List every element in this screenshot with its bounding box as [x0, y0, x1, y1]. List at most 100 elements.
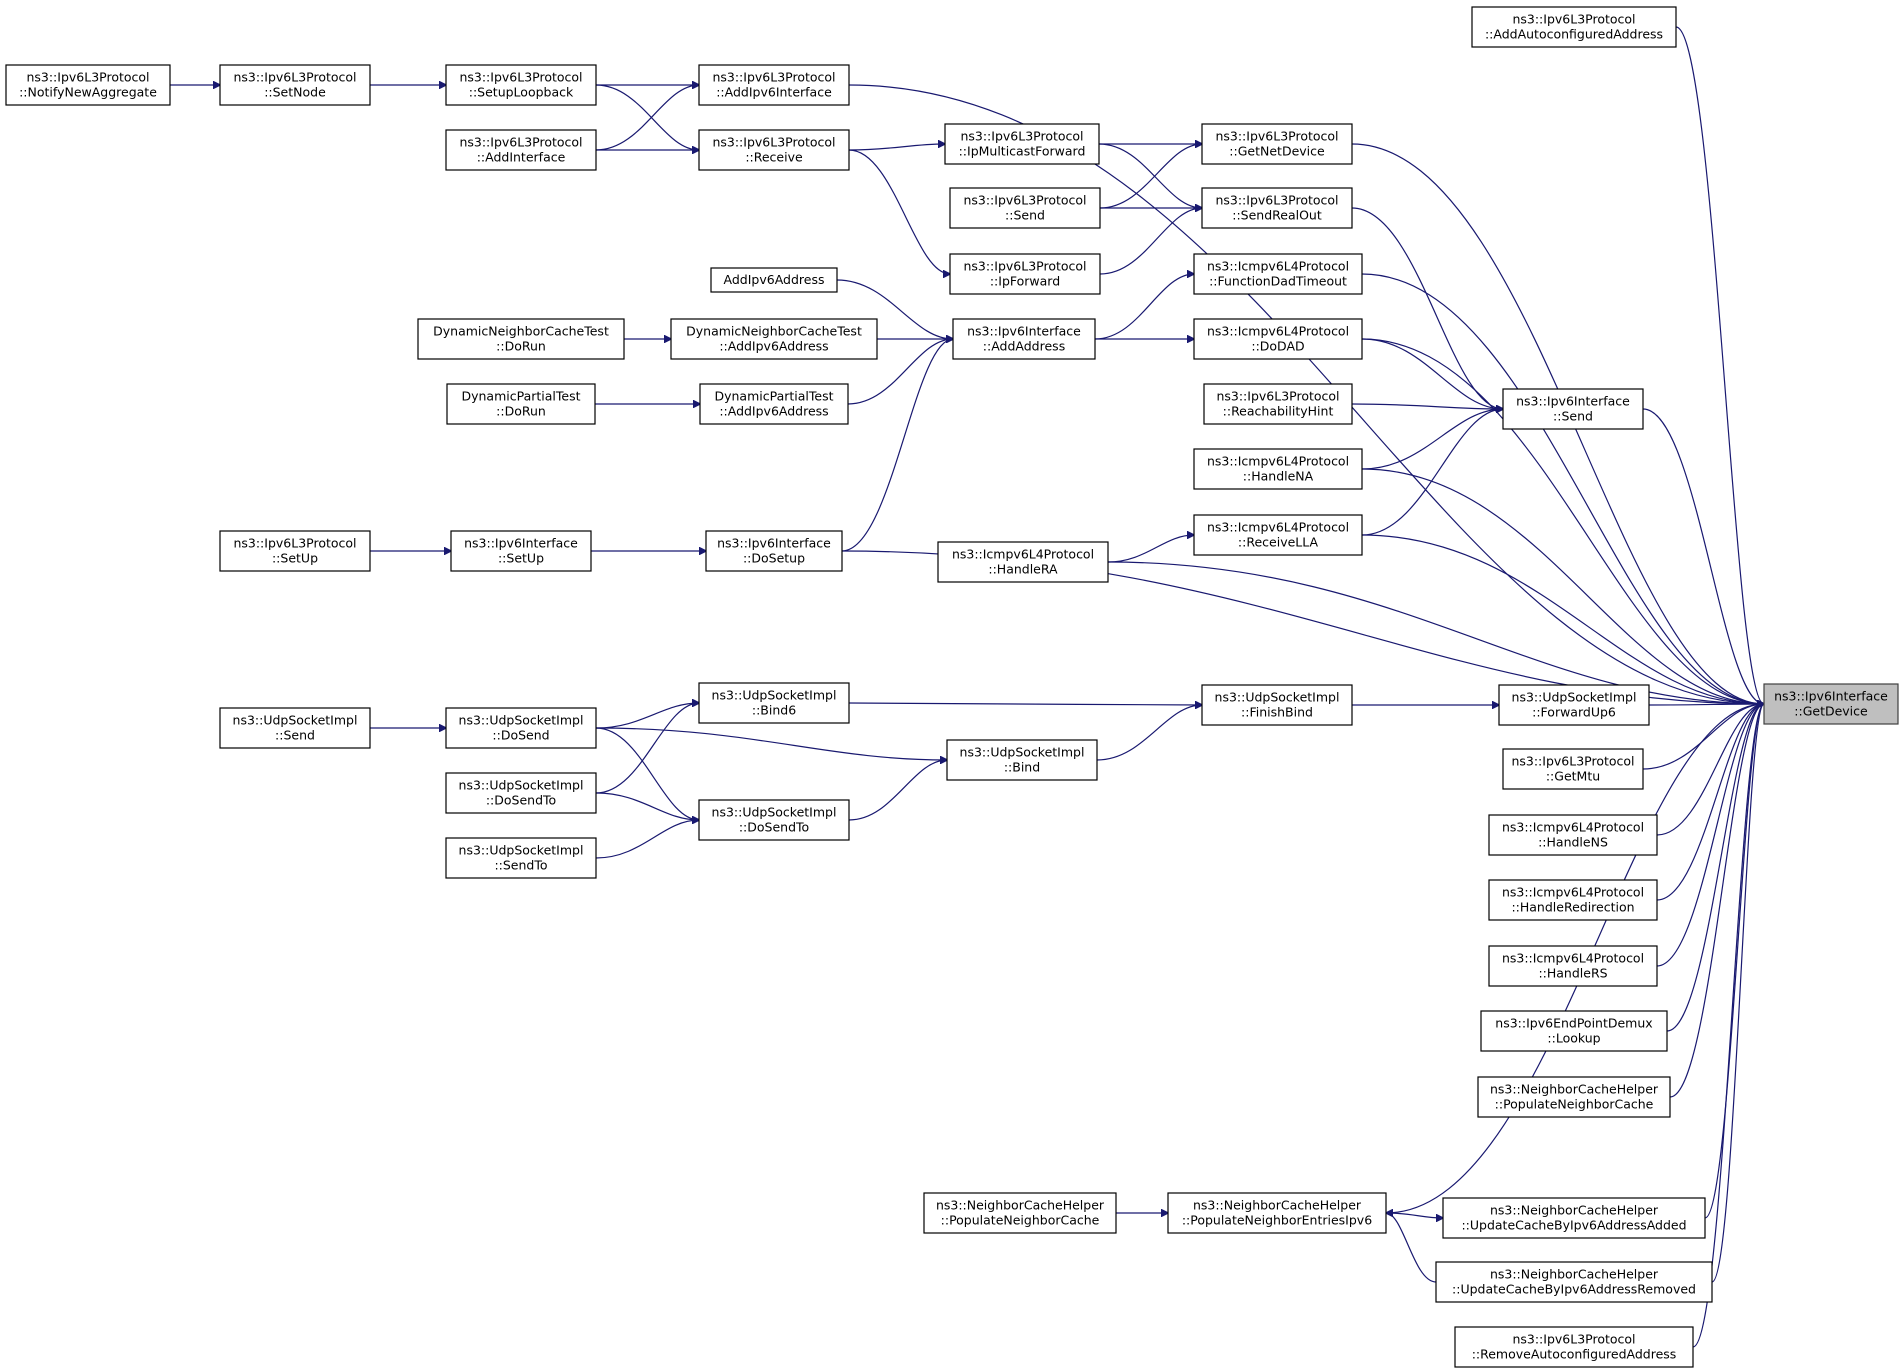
node-dynamicneighborcachetest-dorun[interactable]: DynamicNeighborCacheTest::DoRun	[417, 318, 625, 360]
node-ns3-ipv6l3protocol-addautoconfiguredaddress[interactable]: ns3::Ipv6L3Protocol::AddAutoconfiguredAd…	[1471, 6, 1677, 48]
node-label-line: ::Lookup	[1547, 1031, 1600, 1046]
node-label-line: DynamicPartialTest	[714, 389, 833, 404]
node-ns3-ipv6l3protocol-receive[interactable]: ns3::Ipv6L3Protocol::Receive	[698, 129, 850, 171]
node-label-line: ns3::Ipv6L3Protocol	[233, 70, 356, 85]
node-ns3-udpsocketimpl-sendto[interactable]: ns3::UdpSocketImpl::SendTo	[445, 837, 597, 879]
node-label-line: ::DoRun	[496, 404, 546, 419]
node-label-line: ::GetNetDevice	[1229, 144, 1325, 159]
node-box	[1201, 187, 1353, 229]
node-ns3-ipv6l3protocol-removeautoconfiguredaddress[interactable]: ns3::Ipv6L3Protocol::RemoveAutoconfigure…	[1454, 1326, 1694, 1368]
edge-udpDoSendTo-to-udpDoSendTo2	[595, 792, 699, 820]
node-label-line: ::SendTo	[494, 858, 547, 873]
node-box	[1193, 318, 1363, 360]
node-box	[949, 187, 1101, 229]
node-label-line: ::SendRealOut	[1232, 208, 1322, 223]
edge-epLookup-to-focus	[1666, 704, 1764, 1032]
node-ns3-neighborcachehelper-updatecachebyipv6addressadded[interactable]: ns3::NeighborCacheHelper::UpdateCacheByI…	[1442, 1197, 1706, 1239]
node-label-line: ns3::Icmpv6L4Protocol	[1502, 885, 1644, 900]
edge-popNE-to-updAdded	[1385, 1212, 1443, 1218]
node-ns3-ipv6l3protocol-setuploopback[interactable]: ns3::Ipv6L3Protocol::SetupLoopback	[445, 64, 597, 106]
node-ns3-ipv6l3protocol-ipmulticastforward[interactable]: ns3::Ipv6L3Protocol::IpMulticastForward	[944, 123, 1100, 165]
node-box	[445, 707, 597, 749]
node-ns3-ipv6interface-addaddress[interactable]: ns3::Ipv6Interface::AddAddress	[952, 318, 1096, 360]
node-ns3-icmpv6l4protocol-receivella[interactable]: ns3::Icmpv6L4Protocol::ReceiveLLA	[1193, 514, 1363, 556]
node-label-line: ::SetupLoopback	[469, 85, 574, 100]
node-ns3-neighborcachehelper-updatecachebyipv6addressremoved[interactable]: ns3::NeighborCacheHelper::UpdateCacheByI…	[1435, 1261, 1713, 1303]
node-label-line: ::SetUp	[272, 551, 318, 566]
node-label-line: ::DoDAD	[1251, 339, 1304, 354]
node-label-line: ::DoSend	[492, 728, 549, 743]
edge-udpBind6-to-udpFinishBind	[848, 703, 1202, 705]
node-ns3-ipv6l3protocol-send[interactable]: ns3::Ipv6L3Protocol::Send	[949, 187, 1101, 229]
node-ns3-ipv6interface-getdevice[interactable]: ns3::Ipv6Interface::GetDevice	[1763, 683, 1899, 725]
node-ns3-icmpv6l4protocol-handlera[interactable]: ns3::Icmpv6L4Protocol::HandleRA	[937, 541, 1109, 583]
node-ns3-udpsocketimpl-finishbind[interactable]: ns3::UdpSocketImpl::FinishBind	[1201, 684, 1353, 726]
node-ns3-icmpv6l4protocol-handleredirection[interactable]: ns3::Icmpv6L4Protocol::HandleRedirection	[1488, 879, 1658, 921]
node-dynamicneighborcachetest-addipv6address[interactable]: DynamicNeighborCacheTest::AddIpv6Address	[670, 318, 878, 360]
node-label-line: ns3::Icmpv6L4Protocol	[1207, 520, 1349, 535]
node-ns3-ipv6l3protocol-addinterface[interactable]: ns3::Ipv6L3Protocol::AddInterface	[445, 129, 597, 171]
node-ns3-ipv6l3protocol-ipforward[interactable]: ns3::Ipv6L3Protocol::IpForward	[949, 253, 1101, 295]
node-ns3-udpsocketimpl-dosend[interactable]: ns3::UdpSocketImpl::DoSend	[445, 707, 597, 749]
node-ns3-icmpv6l4protocol-dodad[interactable]: ns3::Icmpv6L4Protocol::DoDAD	[1193, 318, 1363, 360]
node-dynamicpartialtest-addipv6address[interactable]: DynamicPartialTest::AddIpv6Address	[699, 383, 849, 425]
node-label-line: ns3::UdpSocketImpl	[233, 713, 358, 728]
node-ns3-ipv6l3protocol-addipv6interface[interactable]: ns3::Ipv6L3Protocol::AddIpv6Interface	[698, 64, 850, 106]
node-ns3-udpsocketimpl-dosendto[interactable]: ns3::UdpSocketImpl::DoSendTo	[445, 772, 597, 814]
edge-ifDoSetup-to-ifAddAddress	[841, 339, 953, 552]
node-ns3-ipv6l3protocol-getmtu[interactable]: ns3::Ipv6L3Protocol::GetMtu	[1502, 748, 1644, 790]
node-label-line: ::SetUp	[498, 551, 544, 566]
node-ns3-ipv6l3protocol-sendrealout[interactable]: ns3::Ipv6L3Protocol::SendRealOut	[1201, 187, 1353, 229]
node-label-line: ns3::Ipv6Interface	[1516, 394, 1630, 409]
node-ns3-ipv6l3protocol-getnetdevice[interactable]: ns3::Ipv6L3Protocol::GetNetDevice	[1201, 123, 1353, 165]
edge-addAutoAddr-to-focus	[1675, 26, 1764, 704]
edge-l3Send-to-getNetDevice	[1099, 144, 1202, 209]
node-ns3-udpsocketimpl-forwardup6[interactable]: ns3::UdpSocketImpl::ForwardUp6	[1498, 684, 1650, 726]
node-ns3-neighborcachehelper-populateneighborcache[interactable]: ns3::NeighborCacheHelper::PopulateNeighb…	[923, 1192, 1117, 1234]
node-label-line: ::Bind	[1004, 760, 1040, 775]
node-ns3-ipv6interface-dosetup[interactable]: ns3::Ipv6Interface::DoSetup	[705, 530, 843, 572]
node-box	[450, 530, 592, 572]
node-label-line: ::HandleRedirection	[1511, 900, 1634, 915]
node-ns3-neighborcachehelper-populateneighborcache[interactable]: ns3::NeighborCacheHelper::PopulateNeighb…	[1477, 1076, 1671, 1118]
edge-doDad-to-ifSend	[1361, 338, 1503, 409]
edge-sendRealOut-to-ifSend	[1351, 207, 1503, 409]
node-label-line: ::GetMtu	[1546, 769, 1600, 784]
node-box	[1488, 879, 1658, 921]
node-label-line: ::AddIpv6Address	[719, 339, 828, 354]
node-ns3-icmpv6l4protocol-handlens[interactable]: ns3::Icmpv6L4Protocol::HandleNS	[1488, 814, 1658, 856]
node-label-line: ::DoRun	[496, 339, 546, 354]
node-addipv6address[interactable]: AddIpv6Address	[710, 267, 838, 293]
node-box	[944, 123, 1100, 165]
node-ns3-ipv6interface-setup[interactable]: ns3::Ipv6Interface::SetUp	[450, 530, 592, 572]
node-box	[445, 837, 597, 879]
node-label-line: ns3::NeighborCacheHelper	[1490, 1082, 1659, 1097]
node-box	[698, 682, 850, 724]
node-ns3-ipv6l3protocol-setnode[interactable]: ns3::Ipv6L3Protocol::SetNode	[219, 64, 371, 106]
edges-layer	[170, 26, 1764, 1348]
node-ns3-udpsocketimpl-bind[interactable]: ns3::UdpSocketImpl::Bind	[946, 739, 1098, 781]
node-dynamicpartialtest-dorun[interactable]: DynamicPartialTest::DoRun	[446, 383, 596, 425]
node-ns3-ipv6endpointdemux-lookup[interactable]: ns3::Ipv6EndPointDemux::Lookup	[1480, 1010, 1668, 1052]
node-ns3-icmpv6l4protocol-handlers[interactable]: ns3::Icmpv6L4Protocol::HandleRS	[1488, 945, 1658, 987]
edge-udpBind-to-udpFinishBind	[1096, 705, 1202, 761]
node-ns3-ipv6l3protocol-setup[interactable]: ns3::Ipv6L3Protocol::SetUp	[219, 530, 371, 572]
node-ns3-udpsocketimpl-dosendto[interactable]: ns3::UdpSocketImpl::DoSendTo	[698, 799, 850, 841]
node-box	[1193, 448, 1363, 490]
node-label-line: ns3::Ipv6L3Protocol	[963, 193, 1086, 208]
node-ns3-ipv6l3protocol-reachabilityhint[interactable]: ns3::Ipv6L3Protocol::ReachabilityHint	[1203, 383, 1353, 425]
node-ns3-udpsocketimpl-send[interactable]: ns3::UdpSocketImpl::Send	[219, 707, 371, 749]
node-ns3-udpsocketimpl-bind6[interactable]: ns3::UdpSocketImpl::Bind6	[698, 682, 850, 724]
node-ns3-icmpv6l4protocol-handlena[interactable]: ns3::Icmpv6L4Protocol::HandleNA	[1193, 448, 1363, 490]
node-label-line: ns3::Ipv6L3Protocol	[1215, 129, 1338, 144]
node-ns3-icmpv6l4protocol-functiondadtimeout[interactable]: ns3::Icmpv6L4Protocol::FunctionDadTimeou…	[1193, 253, 1363, 295]
node-ns3-ipv6l3protocol-notifynewaggregate[interactable]: ns3::Ipv6L3Protocol::NotifyNewAggregate	[5, 64, 171, 106]
node-ns3-ipv6interface-send[interactable]: ns3::Ipv6Interface::Send	[1502, 388, 1644, 430]
node-label-line: ns3::Ipv6L3Protocol	[1512, 1332, 1635, 1347]
node-ns3-neighborcachehelper-populateneighborentriesipv6[interactable]: ns3::NeighborCacheHelper::PopulateNeighb…	[1167, 1192, 1387, 1234]
node-label-line: ns3::Ipv6Interface	[1774, 689, 1888, 704]
edge-addIpv6AddressFn-to-ifAddAddress	[836, 279, 953, 339]
node-box	[1488, 945, 1658, 987]
node-label-line: ns3::Ipv6EndPointDemux	[1495, 1016, 1652, 1031]
edge-ifSend-to-focus	[1642, 408, 1764, 704]
